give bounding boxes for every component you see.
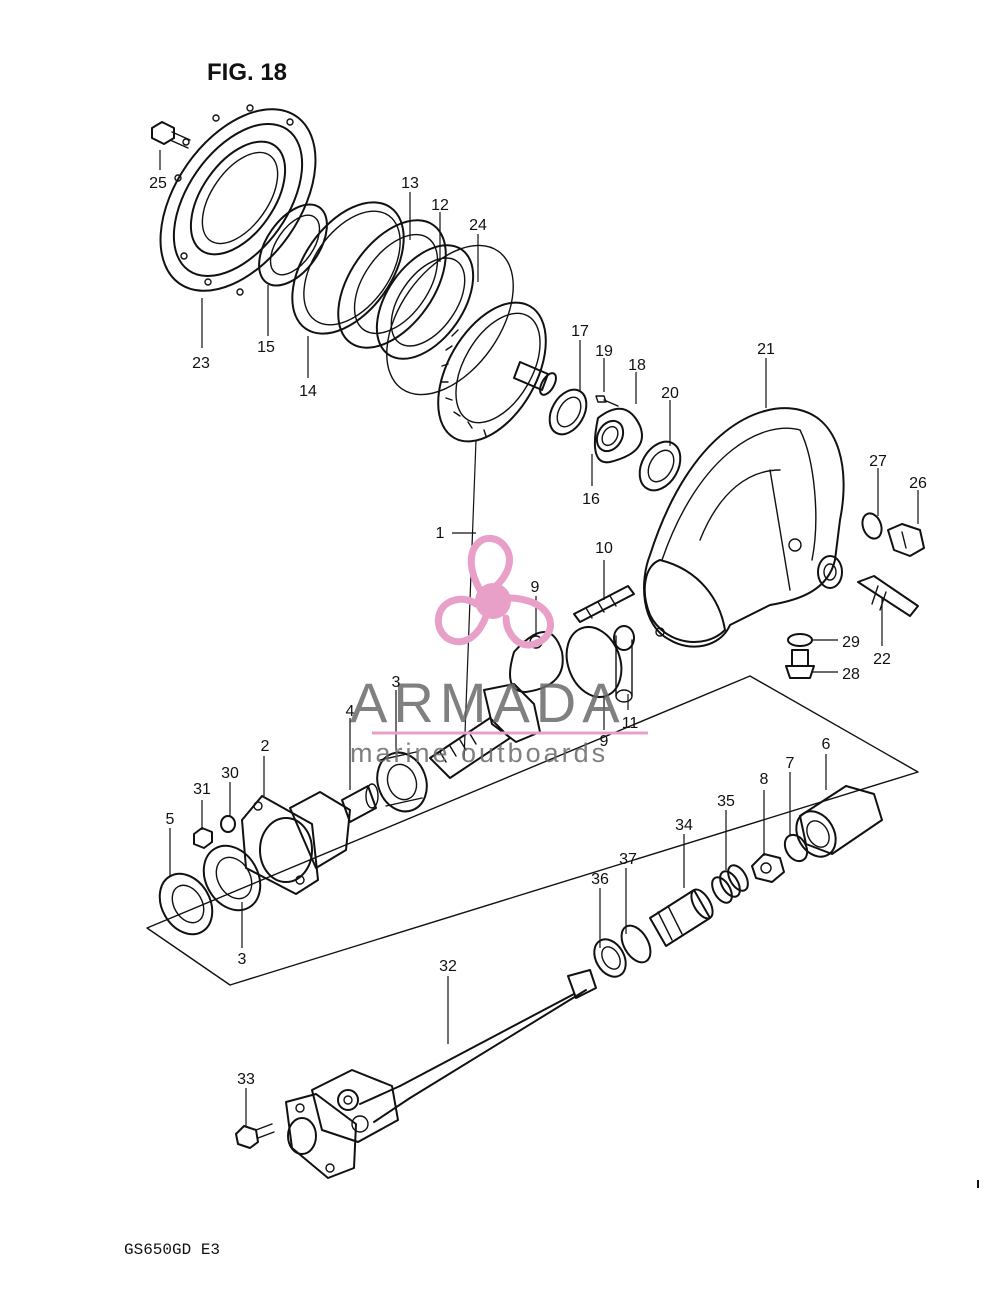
part-13-bearing-race [375,244,475,360]
part-22-final-gear-case [643,407,845,648]
figure-title: FIG. 18 [207,59,287,86]
part-1-ring-gear [437,301,557,443]
callout-17: 16 [582,491,600,508]
callout-13: 12 [431,197,449,214]
part-4-spacer [341,783,379,823]
callout-34: 33 [237,1071,255,1088]
part-33-universal-joint [285,1069,399,1179]
part-24-flange-plate [159,104,317,296]
callout-4: 4 [346,703,355,720]
part-32-nut [193,827,213,849]
part-3-bearing-lower [202,844,262,912]
callout-8: 8 [760,771,769,788]
callout-2: 2 [261,738,270,755]
callout-labels: 25 23 15 14 13 12 24 17 19 18 20 21 16 2… [149,175,927,1088]
part-31-washer [220,815,236,833]
part-11-stud [573,585,635,623]
part-17-needle-bearing [595,419,625,453]
callout-21: 20 [661,385,679,402]
callout-20: 19 [595,343,613,360]
part-16-oil-seal [258,203,328,287]
callout-25: 24 [469,217,487,234]
callout-9: 9 [531,579,540,596]
callout-5: 5 [166,811,175,828]
callout-7: 7 [786,755,795,772]
part-12-bearing [613,625,635,703]
callout-27: 26 [909,475,927,492]
part-8-nut [751,853,785,883]
part-7-washer [783,833,809,863]
part-15-shim [291,201,405,335]
part-5-oil-seal [158,872,214,936]
part-38-circlip [620,924,652,964]
part-10-o-ring [565,626,623,698]
part-2-bearing-housing [241,791,351,895]
watermark-brand: ARMADA [350,671,626,734]
part-3-bearing-upper [376,751,428,813]
callout-23: 22 [873,651,891,668]
part-34-bolt [235,1123,275,1149]
part-23-stud-bolt [857,575,919,617]
callout-30: 29 [842,634,860,651]
callout-29: 28 [842,666,860,683]
callout-10: 9 [600,733,609,750]
sub-assembly-frame [146,675,919,986]
model-code: GS650GD E3 [124,1241,220,1259]
callout-26: 25 [149,175,167,192]
watermark-tagline: marine outboards [350,738,608,768]
part-27-plug-bolt [887,523,925,557]
callout-22: 21 [757,341,775,358]
callout-37: 36 [591,871,609,888]
callout-1: 1 [436,525,445,542]
callout-31: 30 [221,765,239,782]
propeller-icon [435,534,554,649]
watermark-logo: ARMADA marine outboards [350,534,648,768]
callout-3-lower: 3 [238,951,247,968]
leader-lines [159,150,919,1126]
part-28-gasket-washer [861,512,883,540]
callout-12: 11 [622,715,639,732]
part-37-ring [593,938,627,978]
part-19-bearing-retainer [594,407,643,464]
callout-35: 34 [675,817,693,834]
callout-24: 23 [192,355,210,372]
callout-14: 13 [401,175,419,192]
part-35-joint-spline [649,888,714,947]
part-25-o-ring [386,244,514,396]
callout-38: 37 [619,851,637,868]
part-36-spring [711,864,749,904]
callout-18: 17 [571,323,589,340]
callout-15: 14 [299,383,317,400]
part-20-screw [595,395,619,407]
callout-16: 15 [257,339,275,356]
part-33-propeller-shaft [359,969,597,1123]
callout-36: 35 [717,793,735,810]
callout-3-upper: 3 [392,674,401,691]
part-21-oil-seal [638,440,682,492]
callout-11: 10 [595,540,613,557]
callout-28: 27 [869,453,887,470]
callout-33: 32 [439,958,457,975]
callout-19: 18 [628,357,646,374]
callout-32: 31 [193,781,211,798]
part-29-drain-plug [785,649,815,679]
callout-6: 6 [822,736,831,753]
part-14-bearing [337,219,447,349]
part-30-washer [787,633,813,647]
